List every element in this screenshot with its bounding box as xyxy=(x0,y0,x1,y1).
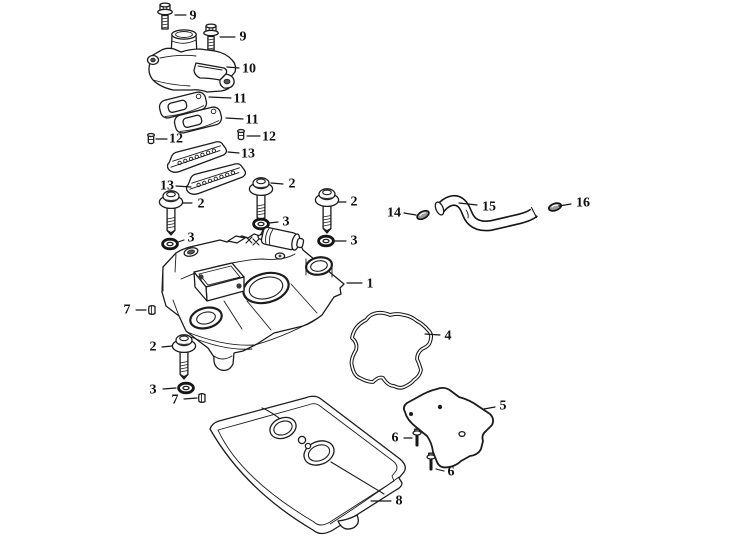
part-label-3a: 3 xyxy=(188,231,195,246)
part-12-screw-1 xyxy=(146,132,156,145)
part-12-screw-2 xyxy=(236,128,246,141)
part-label-13a: 13 xyxy=(241,147,255,162)
leader-line-2d xyxy=(161,345,173,348)
part-3-seal-washer-4 xyxy=(177,381,195,395)
leader-line-11b xyxy=(225,117,244,120)
leader-line-16 xyxy=(558,203,572,207)
leader-line-13a xyxy=(227,151,240,154)
part-7-dowel-pin-1 xyxy=(147,304,156,316)
part-label-9b: 9 xyxy=(240,30,247,45)
part-3-seal-washer-3 xyxy=(317,234,335,248)
part-label-2b: 2 xyxy=(289,177,296,192)
part-7-dowel-pin-2 xyxy=(197,392,206,404)
part-2-flange-bolt-4 xyxy=(171,334,197,380)
part-3-seal-washer-1 xyxy=(161,237,179,251)
part-label-7a: 7 xyxy=(124,303,131,318)
part-2-flange-bolt-3 xyxy=(314,188,340,234)
part-5-plate xyxy=(402,386,495,469)
part-label-10: 10 xyxy=(242,62,256,77)
part-2-flange-bolt-1 xyxy=(158,190,184,236)
part-label-11b: 11 xyxy=(245,113,258,128)
part-label-5: 5 xyxy=(500,399,507,414)
leader-line-2b xyxy=(270,182,284,185)
leader-line-7b xyxy=(183,397,198,400)
part-label-3c: 3 xyxy=(351,234,358,249)
part-2-flange-bolt-2 xyxy=(248,177,274,223)
part-label-3d: 3 xyxy=(150,383,157,398)
leader-line-14 xyxy=(403,212,417,216)
leader-line-13b xyxy=(175,185,192,188)
leader-line-15 xyxy=(458,202,478,206)
part-label-4: 4 xyxy=(445,329,452,344)
leader-line-3a xyxy=(177,239,185,243)
part-label-3b: 3 xyxy=(283,215,290,230)
leader-line-6b xyxy=(435,468,445,472)
part-label-9a: 9 xyxy=(190,9,197,24)
leader-line-4 xyxy=(424,333,441,336)
part-label-6a: 6 xyxy=(392,431,399,446)
part-label-16: 16 xyxy=(576,196,590,211)
part-13-plate-2 xyxy=(182,161,249,197)
part-label-6b: 6 xyxy=(448,465,455,480)
part-16-clip xyxy=(546,200,564,214)
part-8-head-cover-gasket xyxy=(209,395,406,535)
part-label-1: 1 xyxy=(367,277,374,292)
part-label-14: 14 xyxy=(387,206,401,221)
part-10-breather-cover xyxy=(146,29,237,93)
part-label-15: 15 xyxy=(482,200,496,215)
leader-line-5 xyxy=(483,406,496,410)
part-label-12a: 12 xyxy=(169,132,183,147)
part-label-13b: 13 xyxy=(160,179,174,194)
part-label-2d: 2 xyxy=(150,340,157,355)
leader-line-10 xyxy=(226,66,240,69)
part-9-bolt-1 xyxy=(157,2,173,30)
part-15-breather-tube xyxy=(434,195,538,232)
part-14-clip xyxy=(414,208,432,222)
part-4-gasket xyxy=(349,310,434,390)
part-label-11a: 11 xyxy=(233,92,246,107)
part-1-cylinder-head-cover xyxy=(161,226,345,372)
leader-line-3b xyxy=(268,221,279,224)
leader-line-3d xyxy=(162,387,177,390)
part-label-8: 8 xyxy=(396,494,403,509)
part-label-2c: 2 xyxy=(351,195,358,210)
leader-line-11a xyxy=(208,96,232,99)
part-6-bolt-2 xyxy=(426,452,436,472)
part-9-bolt-2 xyxy=(203,23,219,51)
part-6-bolt-1 xyxy=(412,428,422,448)
part-label-12b: 12 xyxy=(262,130,276,145)
part-label-2a: 2 xyxy=(198,197,205,212)
part-label-7b: 7 xyxy=(172,393,179,408)
